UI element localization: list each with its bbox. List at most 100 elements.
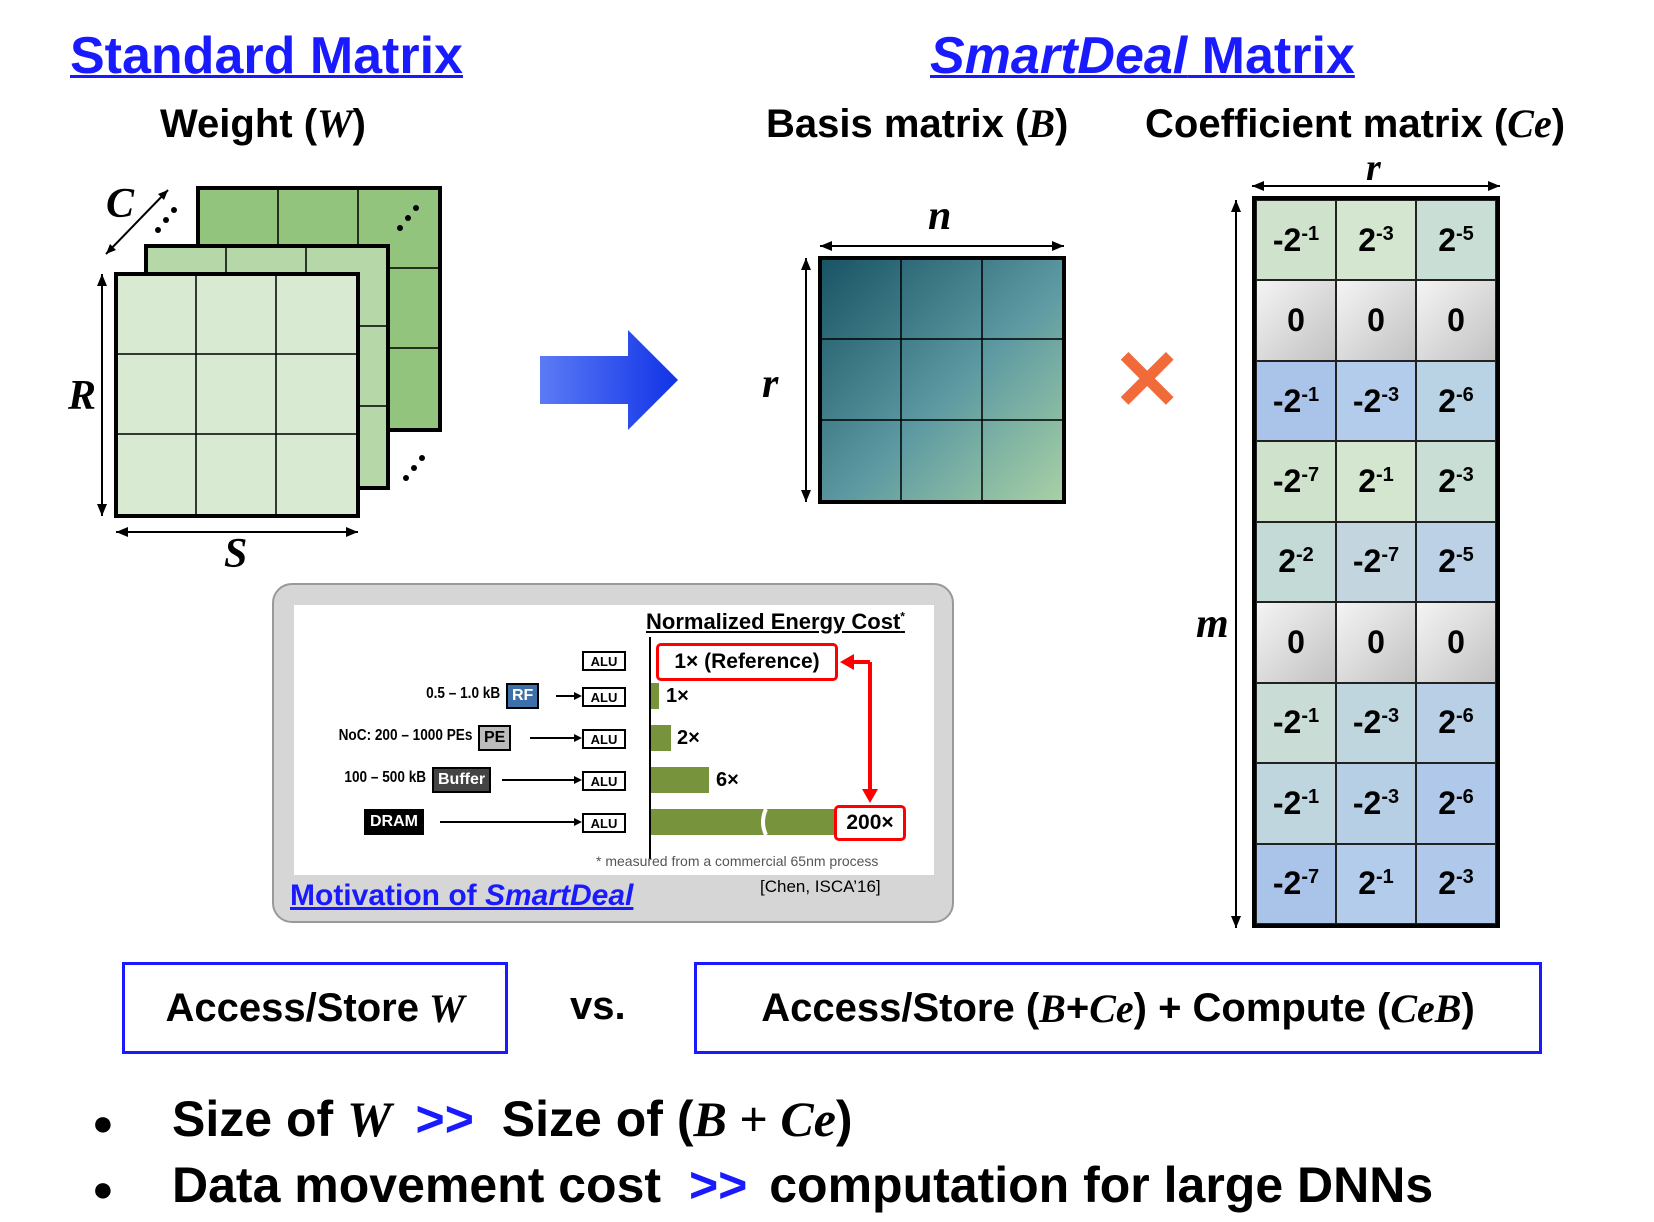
alu-box: ALU (582, 729, 626, 749)
coef-base: -2 (1352, 382, 1382, 419)
coef-exponent: -3 (1376, 222, 1394, 245)
coef-base: -2 (1272, 382, 1302, 419)
coef-cell: 2-5 (1416, 521, 1496, 603)
chart-axis (649, 637, 651, 859)
coef-base: -2 (1272, 865, 1302, 902)
bar-buffer (651, 767, 709, 793)
alu-box: ALU (582, 771, 626, 791)
coef-base: 2 (1438, 382, 1456, 419)
coef-exponent: -3 (1456, 464, 1474, 487)
energy-cost-chart: Normalized Energy Cost* ALU 1× (Referenc… (294, 605, 934, 875)
footnote: * measured from a commercial 65nm proces… (596, 853, 879, 869)
coef-base: -2 (1352, 704, 1382, 741)
coef-cell: 0 (1256, 602, 1336, 683)
coef-base: 2 (1438, 784, 1456, 821)
standard-matrix-title: Standard Matrix (70, 27, 463, 85)
alu-box: ALU (582, 687, 626, 707)
label-r-coef: r (1366, 147, 1381, 189)
coef-exponent: -3 (1381, 785, 1400, 808)
ellipsis-dots (155, 205, 425, 481)
coef-exponent: -1 (1376, 464, 1394, 487)
coef-exponent: -1 (1301, 705, 1320, 728)
bar-pe (651, 725, 671, 751)
coef-base: 2 (1438, 865, 1456, 902)
coef-base: 2 (1438, 704, 1456, 741)
coef-exponent: -1 (1301, 222, 1320, 245)
coef-cell: 2-3 (1336, 200, 1416, 281)
coef-cell: 2-1 (1336, 441, 1416, 522)
chart-connectors (440, 654, 878, 836)
rf-tag: RF (506, 683, 540, 709)
transform-arrow-icon (540, 330, 678, 430)
coef-base: 0 (1367, 623, 1385, 660)
coef-cell: 2-6 (1416, 682, 1496, 764)
coef-exponent: -1 (1376, 866, 1394, 889)
bullet-dot: ● (92, 1167, 114, 1209)
coef-base: 2 (1358, 463, 1376, 500)
coef-base: 2 (1278, 543, 1296, 580)
multiply-icon: ✕ (1112, 333, 1183, 427)
coef-cell: 0 (1416, 602, 1496, 683)
coef-cell: 2-3 (1416, 843, 1496, 924)
smartdeal-matrix-title: SmartDeal Matrix (930, 27, 1355, 85)
coef-base: -2 (1272, 784, 1302, 821)
energy-heading: Normalized Energy Cost* (646, 609, 905, 634)
coef-base: 0 (1447, 302, 1465, 339)
weight-slab-front (114, 272, 360, 518)
coef-exponent: -6 (1456, 705, 1474, 728)
motivation-inset: Normalized Energy Cost* ALU 1× (Referenc… (272, 583, 954, 923)
coef-cell: 2-1 (1336, 843, 1416, 924)
coef-cell: 2-2 (1256, 521, 1336, 603)
coef-exponent: -7 (1381, 544, 1400, 567)
dram-mult-box: 200× (834, 805, 906, 841)
reference-box: 1× (Reference) (656, 643, 838, 681)
coef-exponent: -3 (1381, 383, 1400, 406)
coef-exponent: -5 (1456, 544, 1474, 567)
coef-cell: -2-3 (1336, 360, 1416, 442)
bar-rf (651, 683, 659, 709)
pe-size-label: NoC: 200 – 1000 PEs (338, 727, 472, 744)
label-c: C (106, 181, 135, 227)
coefficient-subtitle: Coefficient matrix (Ce) (1145, 101, 1566, 146)
bullet-dot: ● (92, 1101, 114, 1143)
coef-cell: 2-6 (1416, 360, 1496, 442)
coef-exponent: -3 (1456, 866, 1474, 889)
coef-base: 0 (1287, 302, 1305, 339)
weight-tensor-diagram (97, 186, 442, 537)
access-store-b-ce-box: Access/Store (B+Ce) + Compute (CeB) (694, 962, 1542, 1054)
coef-base: 0 (1287, 623, 1305, 660)
coef-base: -2 (1272, 463, 1302, 500)
coef-base: 2 (1438, 221, 1456, 258)
basis-subtitle: Basis matrix (B) (766, 101, 1069, 146)
dram-tag: DRAM (364, 809, 424, 835)
coef-cell: -2-7 (1256, 843, 1336, 924)
citation: [Chen, ISCA’16] (760, 877, 881, 896)
coef-cell: -2-1 (1256, 360, 1336, 442)
access-store-w-box: Access/Store W (122, 962, 508, 1054)
coef-cell: -2-3 (1336, 682, 1416, 764)
buffer-size-label: 100 – 500 kB (344, 769, 426, 786)
bullet-data-movement: ●Data movement cost >> computation for l… (92, 1157, 1434, 1213)
coef-base: -2 (1272, 704, 1302, 741)
pe-tag: PE (478, 725, 512, 751)
coef-base: 0 (1447, 623, 1465, 660)
basis-matrix (801, 241, 1066, 504)
coef-base: -2 (1272, 221, 1302, 258)
alu-box: ALU (582, 813, 626, 833)
inset-caption: Motivation of SmartDeal (290, 879, 634, 912)
coef-cell: 0 (1336, 280, 1416, 361)
coef-base: 2 (1358, 865, 1376, 902)
bullet-size: ●Size of W>> Size of (B + Ce) (92, 1091, 853, 1147)
rf-size-label: 0.5 – 1.0 kB (425, 685, 500, 702)
coef-cell: -2-1 (1256, 763, 1336, 844)
coef-base: -2 (1352, 543, 1382, 580)
weight-subtitle: Weight (W) (160, 101, 366, 146)
coef-cell: 2-6 (1416, 763, 1496, 844)
coef-cell: 2-3 (1416, 441, 1496, 522)
coef-cell: 0 (1256, 280, 1336, 361)
coef-cell: -2-7 (1336, 521, 1416, 603)
coef-cell: 2-5 (1416, 200, 1496, 281)
coef-exponent: -6 (1456, 785, 1474, 808)
coef-cell: -2-3 (1336, 763, 1416, 844)
